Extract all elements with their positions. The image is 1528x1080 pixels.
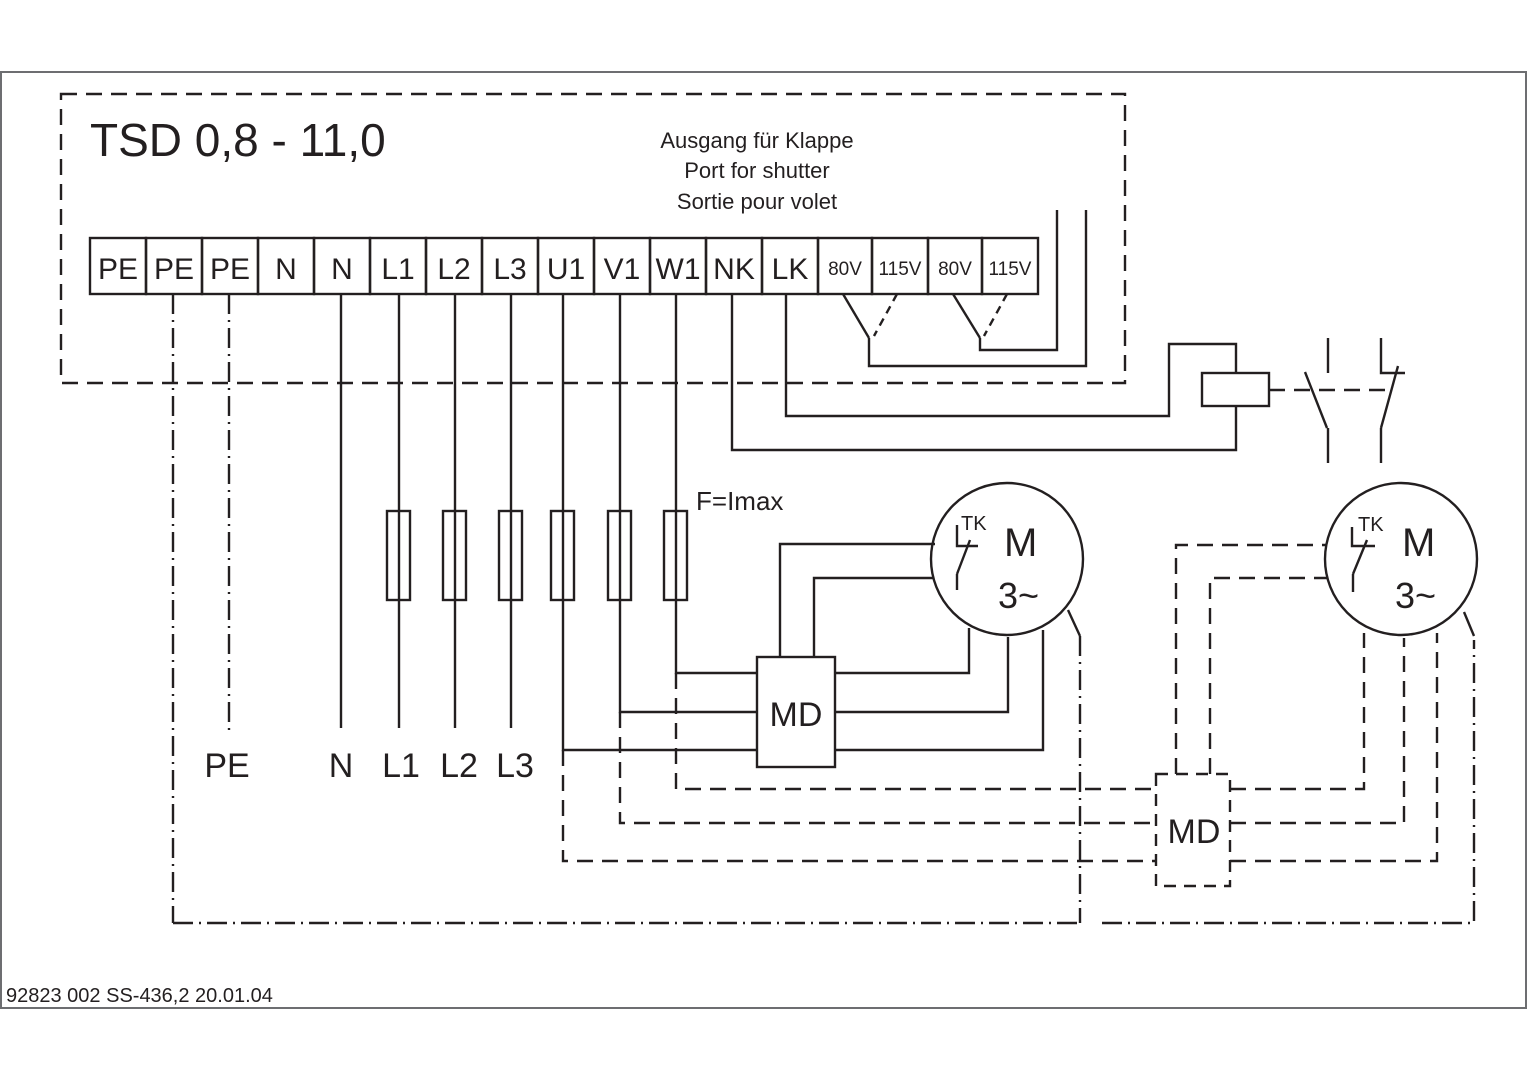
- md-2-tk-wire-a: [1174, 543, 1327, 774]
- terminal-label-6: L2: [437, 253, 470, 286]
- motor-2-tk-icon: [1350, 527, 1375, 592]
- supply-label-l1: L1: [382, 747, 420, 785]
- pe-bus-motor-2: [1102, 640, 1476, 925]
- fuse-l1: [385, 509, 412, 602]
- motor-2-phase: 3~: [1395, 575, 1436, 616]
- md-2-box: [1154, 772, 1232, 888]
- shutter-wire-a: [867, 210, 1088, 368]
- shutter-wire-b: [978, 210, 1059, 352]
- motor-1-label: M: [1004, 521, 1037, 565]
- md-1-out-w: [835, 630, 1045, 752]
- shutter-port-label-de: Ausgang für Klappe: [660, 128, 853, 153]
- controller-enclosure: [59, 92, 1127, 385]
- motor-1-tk-label: TK: [961, 513, 987, 535]
- terminal-label-7: L3: [493, 253, 526, 286]
- w1-branch-2: [674, 673, 1156, 791]
- motor-1-phase: 3~: [998, 575, 1039, 616]
- terminal-label-13: 80V: [828, 259, 862, 280]
- shutter-port-label-fr: Sortie pour volet: [677, 189, 837, 214]
- terminal-label-11: NK: [713, 253, 755, 286]
- supply-label-l3: L3: [496, 747, 534, 785]
- terminal-16: [980, 236, 1040, 296]
- terminal-strip: PE PE PE N N L1 L2 L3 U1 V1 W1 NK LK 80V 115V 80V 115V: [88, 236, 1040, 296]
- terminal-label-3: N: [275, 253, 297, 286]
- md-1-tk-wire-b: [812, 576, 933, 657]
- md-2-label: MD: [1168, 813, 1221, 851]
- terminal-label-9: V1: [604, 253, 641, 286]
- md-2-tk-wire-b: [1208, 576, 1327, 774]
- terminal-label-0: PE: [98, 253, 138, 286]
- md-1-out-u: [835, 628, 971, 675]
- terminal-label-12: LK: [772, 253, 809, 286]
- supply-label-pe: PE: [204, 747, 249, 785]
- controller-title: TSD 0,8 - 11,0: [90, 114, 386, 166]
- motor-2-tk-label: TK: [1358, 514, 1384, 536]
- terminal-label-15: 80V: [938, 259, 972, 280]
- md-2-out-w: [1230, 633, 1439, 863]
- terminal-label-5: L1: [381, 253, 414, 286]
- md-2-out-v: [1230, 638, 1406, 825]
- u1-branch-2: [561, 750, 1156, 863]
- terminal-label-4: N: [331, 253, 353, 286]
- motor-2-pe-lead: [1462, 611, 1476, 637]
- fuse-l3: [497, 509, 524, 602]
- fuse-w1: [662, 509, 689, 602]
- motor-1-pe-lead: [1066, 609, 1082, 637]
- terminal-label-14: 115V: [879, 259, 922, 280]
- supply-label-n: N: [329, 747, 354, 785]
- motor-1: [929, 481, 1085, 637]
- terminal-label-10: W1: [656, 253, 701, 286]
- motor-2-label: M: [1402, 521, 1435, 565]
- motor-1-tk-icon: [955, 525, 978, 590]
- v1-branch-2: [618, 712, 1156, 825]
- relay-coil: [1200, 371, 1271, 408]
- shutter-selector: [841, 210, 1088, 368]
- motor-2: [1323, 481, 1479, 637]
- terminal-label-16: 115V: [989, 259, 1032, 280]
- fuse-u1: [549, 509, 576, 602]
- fuses: [385, 509, 689, 602]
- terminal-label-1: PE: [154, 253, 194, 286]
- lk-wire: [784, 294, 1238, 418]
- u1-wire: [561, 294, 757, 752]
- relay-contacts: [1303, 338, 1405, 463]
- terminal-label-8: U1: [547, 253, 585, 286]
- drawing-reference: 92823 002 SS-436,2 20.01.04: [6, 985, 273, 1007]
- fuse-l2: [441, 509, 468, 602]
- fuse-v1: [606, 509, 633, 602]
- fuse-label: F=Imax: [696, 486, 783, 516]
- md-2-out-u: [1230, 633, 1366, 791]
- md-1-out-v: [835, 637, 1010, 714]
- md-1-label: MD: [770, 696, 823, 734]
- supply-label-l2: L2: [440, 747, 478, 785]
- sheet-frame: [0, 71, 1527, 1009]
- w1-wire: [674, 294, 757, 675]
- nk-wire: [730, 294, 1238, 452]
- shutter-port-label-en: Port for shutter: [684, 158, 830, 183]
- terminal-label-2: PE: [210, 253, 250, 286]
- md-1-tk-wire-a: [778, 542, 935, 657]
